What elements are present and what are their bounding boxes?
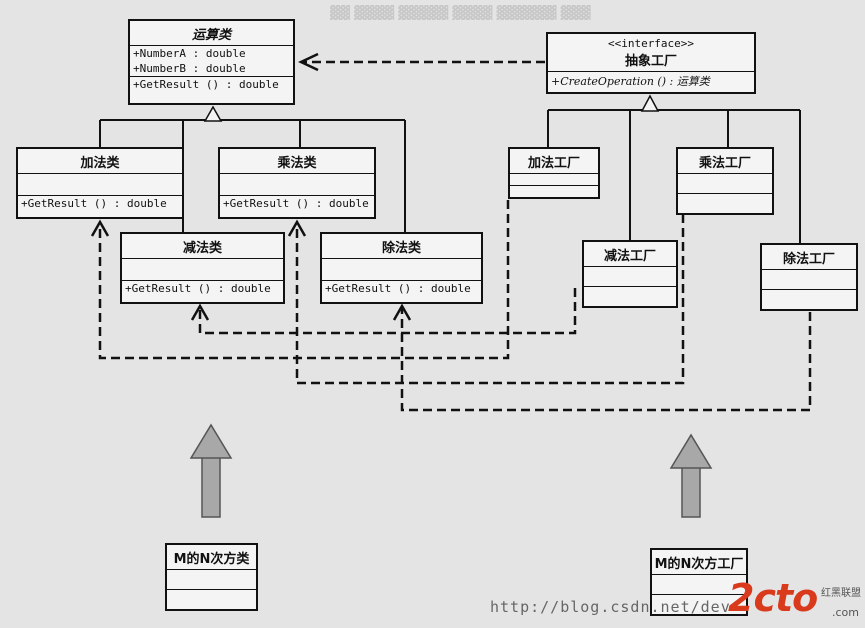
class-add-factory-title: 加法工厂: [527, 156, 580, 171]
class-div-factory-attributes: [762, 269, 856, 289]
class-add-attributes: [18, 173, 182, 195]
stereotype-label: <<interface>>: [607, 37, 695, 50]
method: +GetResult () : double: [21, 197, 167, 210]
class-div-factory-methods: [762, 289, 856, 309]
extension-arrow-right: [669, 433, 713, 518]
class-div-title: 除法类: [381, 241, 421, 256]
class-mul-methods: +GetResult () : double: [220, 195, 374, 217]
class-mn-title: M的N次方类: [173, 552, 250, 567]
inheritance-arrowhead-operation: [203, 105, 223, 122]
logo-domain: .com: [832, 606, 859, 619]
class-mn: M的N次方类: [165, 543, 258, 611]
method: +GetResult () : double: [325, 282, 471, 295]
method: +GetResult () : double: [133, 78, 279, 91]
class-sub-factory-attributes: [584, 266, 676, 286]
class-sub: 减法类 +GetResult () : double: [120, 232, 285, 304]
class-mn-attributes: [167, 569, 256, 589]
logo-text: 2cto: [728, 576, 818, 620]
class-operation-attributes: +NumberA : double +NumberB : double: [130, 45, 293, 76]
class-mul-title: 乘法类: [277, 156, 317, 171]
dependency-arrowheads-concrete: [90, 219, 412, 321]
class-div-methods: +GetResult () : double: [322, 280, 481, 302]
inheritance-arrowhead-factory: [640, 94, 660, 112]
class-sub-methods: +GetResult () : double: [122, 280, 283, 302]
class-mn-factory-attributes: [652, 574, 746, 594]
class-div-attributes: [322, 258, 481, 280]
class-mul-factory-title: 乘法工厂: [698, 156, 751, 171]
class-add-methods: +GetResult () : double: [18, 195, 182, 217]
class-mn-factory-methods: [652, 594, 746, 614]
class-sub-factory-title: 减法工厂: [603, 249, 656, 264]
class-operation-title: 运算类: [191, 28, 231, 43]
method: +GetResult () : double: [223, 197, 369, 210]
watermark-url: http://blog.csdn.net/dev: [490, 598, 731, 616]
class-sub-title: 减法类: [182, 241, 222, 256]
class-operation: 运算类 +NumberA : double +NumberB : double …: [128, 19, 295, 105]
extension-arrow-left: [189, 423, 233, 518]
method: +GetResult () : double: [125, 282, 271, 295]
class-div-factory: 除法工厂: [760, 243, 858, 311]
class-mul-factory-attributes: [678, 173, 772, 193]
class-mul-factory: 乘法工厂: [676, 147, 774, 215]
class-add-factory-methods: [510, 185, 598, 197]
class-add-factory-attributes: [510, 173, 598, 185]
class-div-factory-title: 除法工厂: [782, 252, 835, 267]
class-mul-factory-methods: [678, 193, 772, 213]
class-operation-methods: +GetResult () : double: [130, 76, 293, 103]
class-mul-attributes: [220, 173, 374, 195]
dependency-arrowhead-abstract: [298, 52, 319, 72]
class-mn-methods: [167, 589, 256, 609]
site-logo: 2cto 红黑联盟 .com: [728, 576, 863, 626]
method: +CreateOperation () : 运算类: [551, 75, 710, 88]
class-div: 除法类 +GetResult () : double: [320, 232, 483, 304]
class-mul: 乘法类 +GetResult () : double: [218, 147, 376, 219]
interface-abstract-factory-title: <<interface>> 抽象工厂: [548, 34, 754, 71]
interface-name: 抽象工厂: [624, 54, 677, 69]
dependency-lines-concrete: [98, 200, 812, 412]
background-text: ▓▓ ▓▓▓▓ ▓▓▓▓▓ ▓▓▓▓ ▓▓▓▓▓▓ ▓▓▓: [330, 6, 591, 21]
logo-subtitle: 红黑联盟: [821, 588, 861, 599]
class-sub-attributes: [122, 258, 283, 280]
class-add-title: 加法类: [80, 156, 120, 171]
class-sub-factory: 减法工厂: [582, 240, 678, 308]
attribute: +NumberA : double: [133, 47, 246, 60]
interface-abstract-factory-methods: +CreateOperation () : 运算类: [548, 71, 754, 92]
class-mn-factory: M的N次方工厂: [650, 548, 748, 616]
inheritance-lines-factory: [547, 100, 801, 245]
class-add-factory: 加法工厂: [508, 147, 600, 199]
class-add: 加法类 +GetResult () : double: [16, 147, 184, 219]
interface-abstract-factory: <<interface>> 抽象工厂 +CreateOperation () :…: [546, 32, 756, 94]
class-sub-factory-methods: [584, 286, 676, 306]
attribute: +NumberB : double: [133, 62, 246, 75]
class-mn-factory-title: M的N次方工厂: [654, 557, 744, 572]
